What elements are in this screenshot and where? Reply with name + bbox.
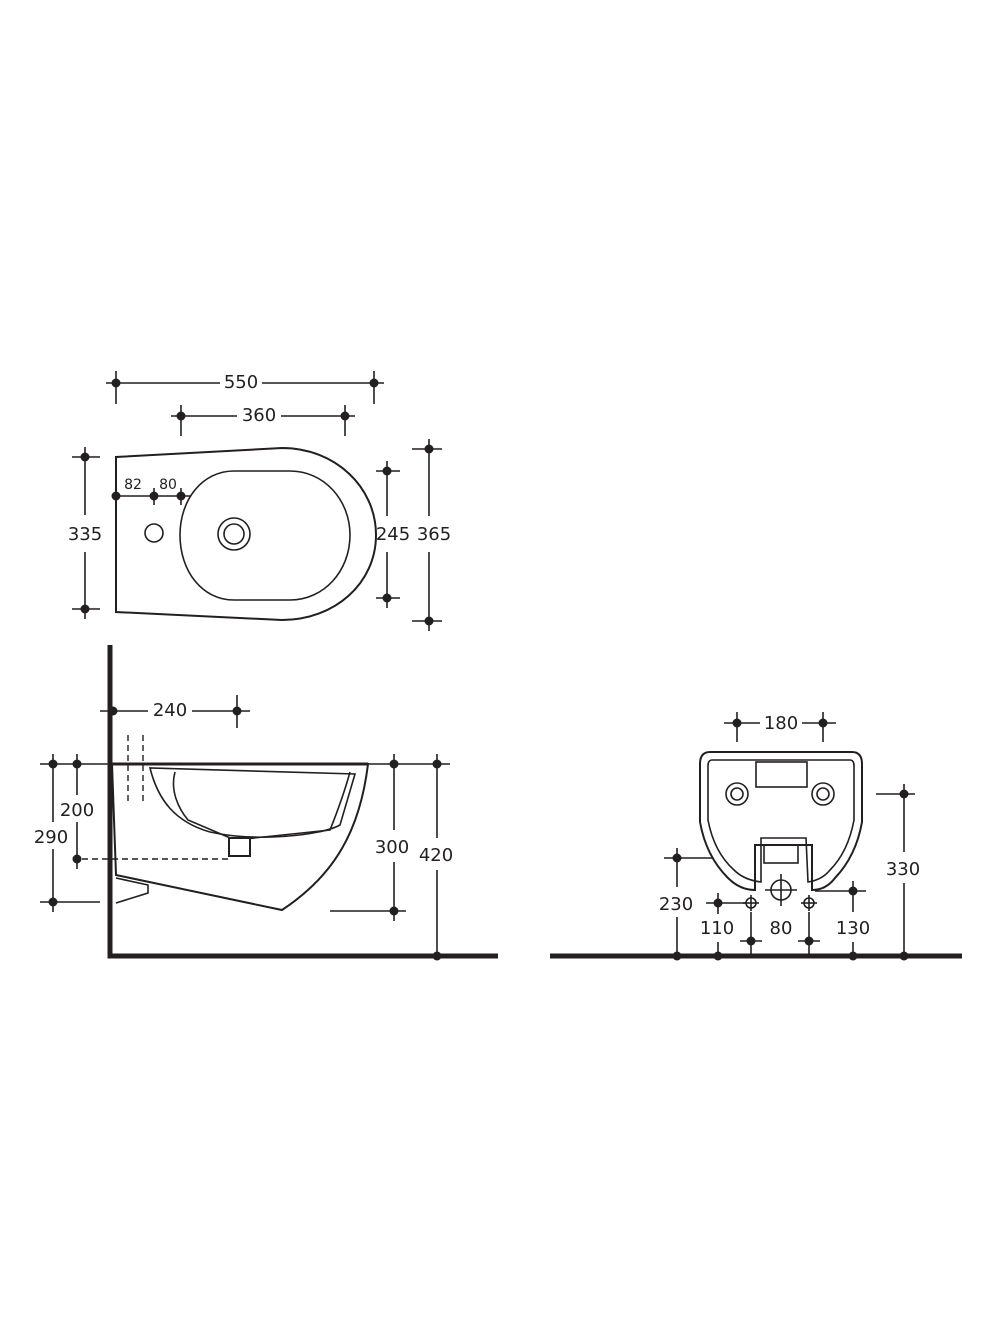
- side-wall-floor: [107, 645, 498, 959]
- label-rim-height: 420: [419, 845, 453, 866]
- supply-mark-left: [743, 895, 759, 911]
- label-wall-to-fixing: 240: [153, 700, 187, 721]
- dim-overall-length: 550: [106, 371, 384, 404]
- tap-hole: [144, 523, 164, 543]
- fixing-hole-left-outer: [725, 782, 749, 806]
- label-bowl-offset: 80: [159, 477, 177, 493]
- fixing-hole-left-inner: [730, 787, 744, 801]
- dim-rim-to-waste: 290: [34, 754, 100, 912]
- top-view-outline: [115, 446, 378, 622]
- label-overall-length: 550: [224, 372, 258, 393]
- dim-overall-width: 365: [412, 439, 451, 631]
- label-rim-to-waste: 290: [34, 827, 68, 848]
- label-tap-offset: 82: [124, 477, 142, 493]
- dim-fixing-spacing: 180: [724, 712, 836, 742]
- dim-left-supply-height: 110: [700, 893, 745, 961]
- dim-wall-to-fixing: 240: [100, 695, 250, 728]
- dim-waste-height: 230: [659, 848, 712, 961]
- top-view: 550 360 335: [68, 371, 451, 631]
- dim-bowl-width: 245: [376, 461, 410, 608]
- label-bowl-length: 360: [242, 405, 276, 426]
- label-bowl-width: 245: [376, 524, 410, 545]
- label-supply-spacing: 80: [770, 918, 793, 939]
- dim-fixing-height: 330: [876, 784, 920, 961]
- dim-rim-to-fixing: 200: [60, 754, 112, 869]
- label-rear-width: 335: [68, 524, 102, 545]
- fixing-hole-right-outer: [811, 782, 835, 806]
- label-fixing-height: 330: [886, 859, 920, 880]
- side-view: 240 200 290 300: [34, 645, 498, 961]
- top-view-bowl: [179, 470, 351, 601]
- label-waste-height: 230: [659, 894, 693, 915]
- front-waste-opening: [763, 844, 799, 864]
- label-overall-width: 365: [417, 524, 451, 545]
- front-view-inner: [707, 759, 855, 883]
- front-view: 180 330 230 110: [550, 712, 962, 961]
- dim-supply-spacing: 80: [740, 912, 820, 956]
- label-bowl-depth: 300: [375, 837, 409, 858]
- dim-bowl-length: 360: [171, 405, 355, 436]
- dim-rear-width: 335: [68, 447, 102, 619]
- label-fixing-spacing: 180: [764, 713, 798, 734]
- front-top-opening: [755, 761, 808, 788]
- dim-bowl-depth: 300: [330, 754, 410, 921]
- waste-inner: [223, 523, 245, 545]
- fixing-hole-right-inner: [816, 787, 830, 801]
- waste-outer: [217, 517, 251, 551]
- side-waste-outlet: [228, 837, 251, 857]
- side-bracket: [115, 877, 149, 904]
- front-view-outline: [699, 751, 863, 892]
- dim-rim-height: 420: [410, 754, 453, 961]
- dim-right-supply-height: 130: [815, 881, 870, 961]
- label-left-supply-height: 110: [700, 918, 734, 939]
- waste-center-mark: [765, 874, 797, 906]
- label-rim-to-fixing: 200: [60, 800, 94, 821]
- supply-mark-right: [801, 895, 817, 911]
- dim-hole-offsets: 82 80: [111, 477, 190, 505]
- label-right-supply-height: 130: [836, 918, 870, 939]
